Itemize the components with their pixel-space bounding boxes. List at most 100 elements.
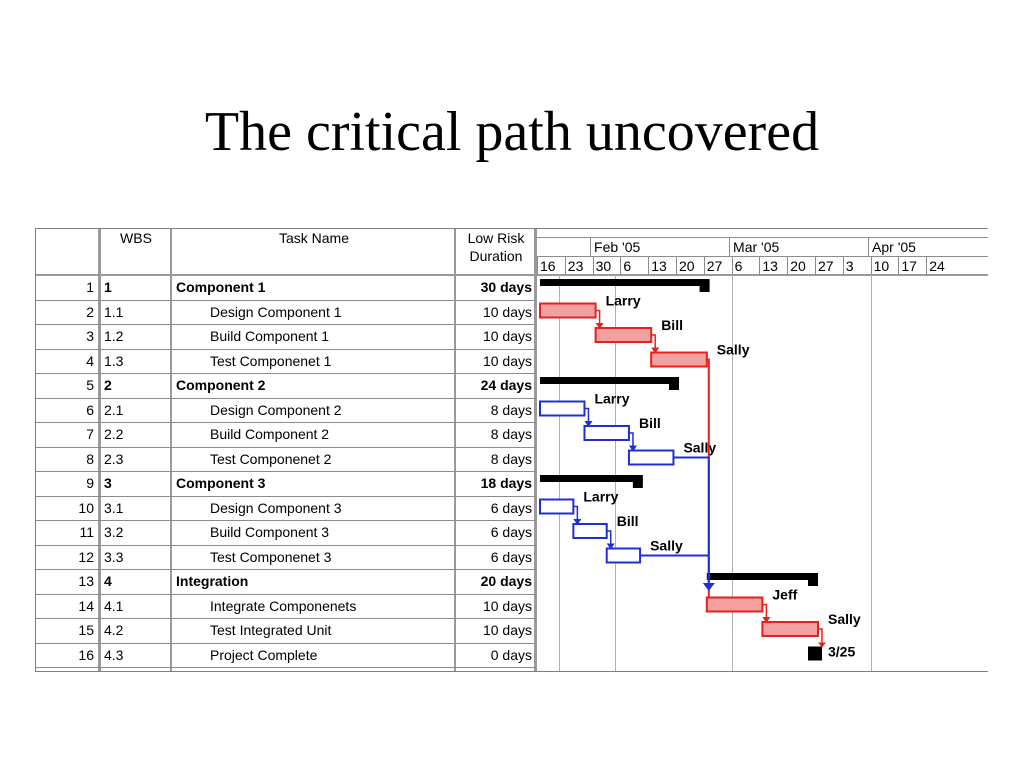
day-label: 13 — [651, 258, 667, 274]
dependency-line — [628, 432, 634, 448]
row-task-name: Component 3 — [176, 475, 266, 491]
row-wbs: 2.3 — [104, 450, 124, 467]
resource-label: Sally — [650, 538, 683, 554]
row-wbs: 4.1 — [104, 597, 124, 614]
row-duration: 8 days — [490, 426, 532, 442]
day-divider — [620, 256, 622, 275]
resource-label: Larry — [594, 391, 629, 407]
dependency-connector — [673, 456, 710, 583]
day-divider — [537, 256, 538, 275]
row-wbs: 4.3 — [104, 646, 124, 663]
summary-bar — [706, 573, 818, 580]
row-wbs: 4.2 — [104, 622, 124, 638]
day-divider — [648, 256, 650, 275]
dependency-arrow — [595, 323, 604, 329]
day-divider — [815, 256, 816, 275]
row-duration: 6 days — [490, 548, 532, 565]
critical-task-bar — [761, 621, 820, 637]
dependency-line — [584, 407, 590, 423]
duration-column-header: Low Risk Duration — [456, 229, 536, 275]
row-task-name: Build Component 2 — [210, 426, 330, 442]
row-id: 15 — [78, 622, 94, 638]
dependency-arrow — [628, 445, 637, 452]
row-id: 14 — [78, 597, 94, 614]
resource-label: Bill — [639, 415, 661, 431]
timeline-gridline — [731, 275, 733, 671]
month-label: Mar '05 — [733, 239, 780, 255]
row-wbs: 3 — [104, 475, 112, 491]
row-id: 7 — [86, 426, 94, 442]
resource-label: Larry — [583, 489, 618, 505]
row-id: 16 — [78, 646, 94, 663]
month-label: Feb '05 — [594, 239, 641, 255]
row-duration: 30 days — [480, 279, 532, 295]
timeline-gridline — [870, 275, 872, 671]
day-divider — [898, 256, 900, 275]
row-divider — [36, 618, 536, 619]
row-duration: 0 days — [490, 646, 532, 663]
summary-bar-end — [699, 283, 710, 292]
row-wbs: 4 — [104, 573, 112, 589]
row-task-name: Test Componenet 3 — [210, 548, 332, 565]
timeline-top-line — [536, 237, 988, 238]
dependency-arrow — [818, 642, 826, 648]
duration-header-line1: Low Risk — [467, 230, 525, 246]
row-divider — [36, 495, 536, 497]
row-duration: 8 days — [490, 450, 532, 467]
row-task-name: Test Integrated Unit — [210, 622, 332, 638]
row-divider — [36, 569, 536, 570]
timeline-gridline — [559, 275, 561, 671]
day-divider — [676, 256, 677, 275]
summary-bar — [540, 377, 679, 384]
task-bar — [583, 425, 630, 441]
row-duration: 10 days — [482, 328, 532, 344]
row-duration: 10 days — [482, 303, 532, 320]
summary-bar — [540, 279, 710, 286]
day-label: 27 — [818, 258, 834, 274]
day-label: 20 — [679, 258, 695, 274]
row-id: 1 — [86, 279, 94, 295]
day-label: 24 — [929, 258, 945, 274]
row-divider — [36, 348, 536, 350]
row-id: 13 — [78, 573, 94, 589]
row-wbs: 1.3 — [104, 352, 124, 369]
row-duration: 6 days — [490, 499, 532, 516]
row-task-name: Design Component 1 — [210, 303, 342, 320]
row-duration: 10 days — [482, 352, 532, 369]
task-name-column-header: Task Name — [278, 230, 350, 246]
dependency-arrow — [573, 519, 582, 525]
critical-task-bar — [594, 327, 653, 343]
critical-task-bar — [705, 596, 764, 613]
row-id: 9 — [86, 475, 94, 491]
slide-title: The critical path uncovered — [204, 101, 820, 163]
resource-label: 3/25 — [828, 644, 855, 660]
dependency-arrow — [606, 543, 615, 550]
day-divider — [870, 256, 872, 275]
dependency-arrow — [762, 617, 771, 623]
gantt-bars: LarryBillSallyLarryBillSallyLarryBillSal… — [539, 279, 861, 661]
row-duration: 8 days — [490, 401, 532, 418]
month-divider — [590, 237, 592, 256]
month-label: Apr '05 — [872, 239, 916, 255]
row-wbs: 1 — [104, 279, 112, 295]
row-id: 3 — [86, 328, 94, 344]
row-divider — [36, 667, 536, 668]
day-label: 17 — [901, 258, 917, 274]
row-wbs: 1.2 — [104, 328, 124, 344]
row-divider — [36, 520, 536, 521]
column-divider — [98, 229, 101, 671]
column-divider — [534, 229, 537, 671]
row-divider — [36, 397, 536, 399]
row-wbs: 2 — [104, 377, 112, 393]
dependency-line — [595, 309, 601, 325]
row-divider — [36, 446, 536, 448]
task-bar — [539, 400, 586, 417]
row-id: 12 — [78, 548, 94, 565]
row-task-name: Integrate Componenets — [210, 597, 357, 614]
row-duration: 18 days — [480, 475, 532, 491]
summary-bar-end — [808, 577, 818, 586]
day-divider — [926, 256, 928, 275]
row-divider — [36, 324, 536, 325]
row-id: 5 — [86, 377, 94, 393]
task-bar — [627, 449, 675, 466]
